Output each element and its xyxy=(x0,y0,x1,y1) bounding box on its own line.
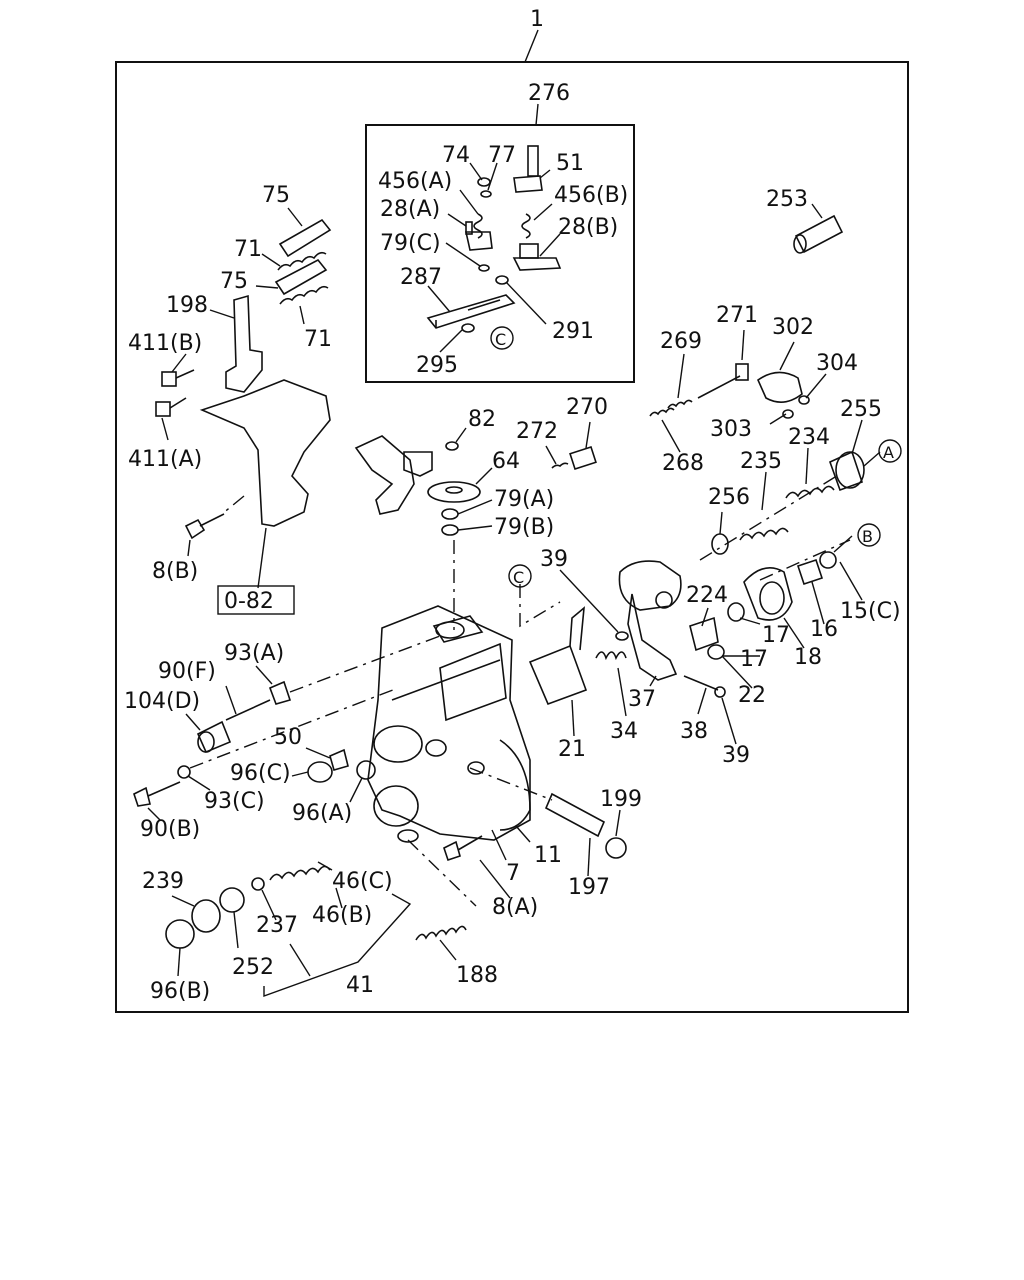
label-79a: 79(A) xyxy=(494,487,554,512)
assembly-frame xyxy=(115,61,909,1013)
circle-marker-b xyxy=(857,523,881,547)
label-456b: 456(B) xyxy=(554,183,628,208)
label-34: 34 xyxy=(610,719,638,744)
label-38: 38 xyxy=(680,719,708,744)
part-253 xyxy=(793,203,844,254)
bottom-left-parts xyxy=(165,839,477,997)
label-90b: 90(B) xyxy=(140,817,200,842)
label-411a: 411(A) xyxy=(128,447,202,472)
label-39b: 39 xyxy=(722,743,750,768)
label-15c: 15(C) xyxy=(840,599,901,624)
label-104d: 104(D) xyxy=(124,689,200,714)
lever-group-64 xyxy=(354,427,493,630)
label-255: 255 xyxy=(840,397,882,422)
label-21: 21 xyxy=(558,737,586,762)
label-93c: 93(C) xyxy=(204,789,265,814)
label-96b: 96(B) xyxy=(150,979,210,1004)
label-8b: 8(B) xyxy=(152,559,198,584)
circle-marker-a xyxy=(878,439,902,463)
label-304: 304 xyxy=(816,351,858,376)
label-272: 272 xyxy=(516,419,558,444)
label-90f: 90(F) xyxy=(158,659,216,684)
label-456a: 456(A) xyxy=(378,169,452,194)
label-50: 50 xyxy=(274,725,302,750)
inset-parts xyxy=(426,145,562,353)
left-linkage xyxy=(155,207,332,589)
label-7: 7 xyxy=(506,861,520,886)
label-17b: 17 xyxy=(740,647,768,672)
circle-marker-c-inset xyxy=(490,326,514,350)
parts-272-270 xyxy=(545,421,597,471)
label-271: 271 xyxy=(716,303,758,328)
label-268: 268 xyxy=(662,451,704,476)
reference-box-0-82 xyxy=(217,585,295,615)
label-79c: 79(C) xyxy=(380,231,441,256)
right-middle-parts xyxy=(519,473,863,745)
label-82: 82 xyxy=(468,407,496,432)
label-411b: 411(B) xyxy=(128,331,202,356)
inset-frame xyxy=(365,124,635,383)
label-74: 74 xyxy=(442,143,470,168)
label-79b: 79(B) xyxy=(494,515,554,540)
label-18: 18 xyxy=(794,645,822,670)
label-circle-c-inset: C xyxy=(495,330,506,349)
label-51: 51 xyxy=(556,151,584,176)
label-circle-c: C xyxy=(513,568,524,587)
circle-marker-c xyxy=(508,564,532,588)
label-46b: 46(B) xyxy=(312,903,372,928)
label-39a: 39 xyxy=(540,547,568,572)
left-middle-parts xyxy=(133,635,441,821)
label-291: 291 xyxy=(552,319,594,344)
pump-housing xyxy=(367,605,531,843)
label-197: 197 xyxy=(568,875,610,900)
label-224: 224 xyxy=(686,583,728,608)
label-circle-a: A xyxy=(883,443,894,462)
label-16: 16 xyxy=(810,617,838,642)
label-237: 237 xyxy=(256,913,298,938)
callout-labels: 1 276 74 77 51 456(A) 456(B) 28(A) 28(B)… xyxy=(124,7,901,1004)
right-upper-parts xyxy=(649,329,881,555)
label-75a: 75 xyxy=(262,183,290,208)
label-8a: 8(A) xyxy=(492,895,538,920)
label-96a: 96(A) xyxy=(292,801,352,826)
label-287: 287 xyxy=(400,265,442,290)
label-ref-0-82: 0-82 xyxy=(224,589,274,614)
label-269: 269 xyxy=(660,329,702,354)
label-17a: 17 xyxy=(762,623,790,648)
label-302: 302 xyxy=(772,315,814,340)
label-235: 235 xyxy=(740,449,782,474)
label-28a: 28(A) xyxy=(380,197,440,222)
label-64: 64 xyxy=(492,449,520,474)
label-252: 252 xyxy=(232,955,274,980)
label-77: 77 xyxy=(488,143,516,168)
label-199: 199 xyxy=(600,787,642,812)
label-93a: 93(A) xyxy=(224,641,284,666)
label-295: 295 xyxy=(416,353,458,378)
inset-callout: 276 xyxy=(528,81,570,106)
label-22: 22 xyxy=(738,683,766,708)
label-75b: 75 xyxy=(220,269,248,294)
assembly-callout: 1 xyxy=(530,7,544,32)
label-234: 234 xyxy=(788,425,830,450)
lower-right-parts xyxy=(443,767,627,899)
label-11: 11 xyxy=(534,843,562,868)
label-239: 239 xyxy=(142,869,184,894)
label-37: 37 xyxy=(628,687,656,712)
label-41: 41 xyxy=(346,973,374,998)
label-198: 198 xyxy=(166,293,208,318)
label-circle-b: B xyxy=(862,527,873,546)
label-188: 188 xyxy=(456,963,498,988)
label-28b: 28(B) xyxy=(558,215,618,240)
label-71a: 71 xyxy=(234,237,262,262)
label-270: 270 xyxy=(566,395,608,420)
label-71b: 71 xyxy=(304,327,332,352)
label-253: 253 xyxy=(766,187,808,212)
label-256: 256 xyxy=(708,485,750,510)
label-96c: 96(C) xyxy=(230,761,291,786)
label-303: 303 xyxy=(710,417,752,442)
label-46c: 46(C) xyxy=(332,869,393,894)
